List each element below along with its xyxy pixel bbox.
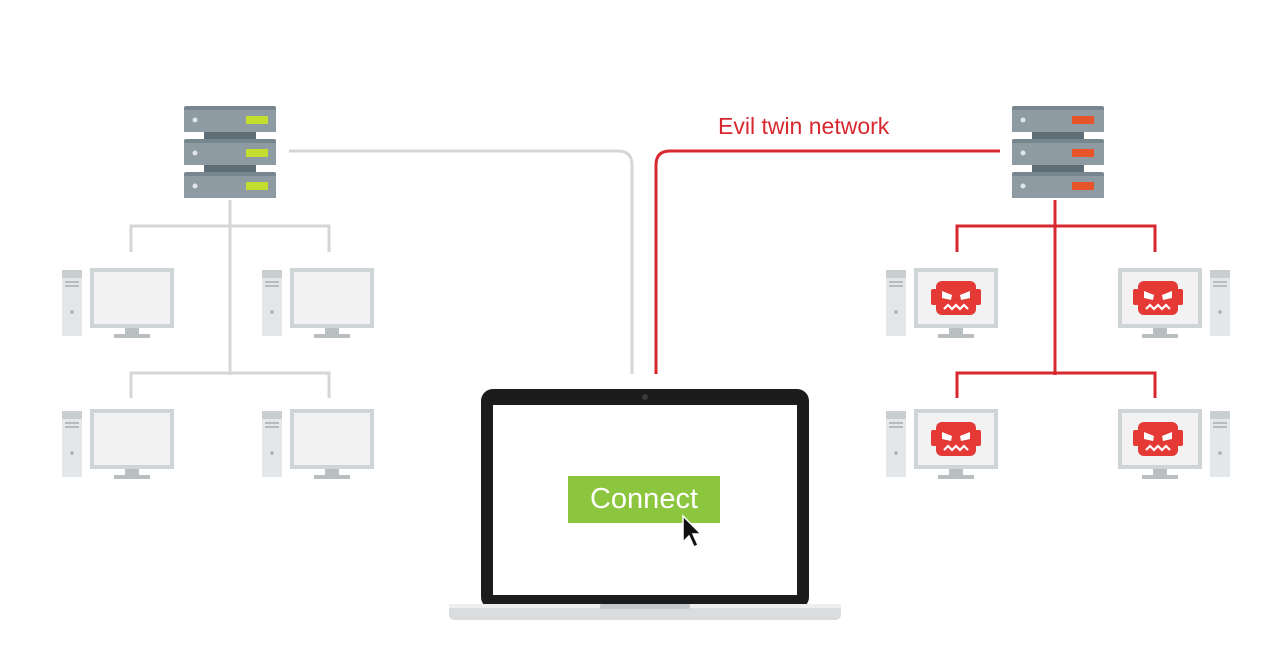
evil-twin-network [654,106,1230,479]
desktop-computer-icon [62,409,174,479]
compromised-computer-icon [1118,409,1230,479]
compromised-computer-icon [886,268,998,338]
desktop-computer-icon [262,409,374,479]
mouse-pointer-icon [682,514,703,549]
connect-button[interactable]: Connect [568,476,720,523]
desktop-computer-icon [262,268,374,338]
legitimate-network [62,106,634,479]
compromised-computer-icon [886,409,998,479]
server-icon [184,106,276,198]
server-icon [1012,106,1104,198]
desktop-computer-icon [62,268,174,338]
compromised-computer-icon [1118,268,1230,338]
evil-twin-network-label: Evil twin network [718,113,890,139]
